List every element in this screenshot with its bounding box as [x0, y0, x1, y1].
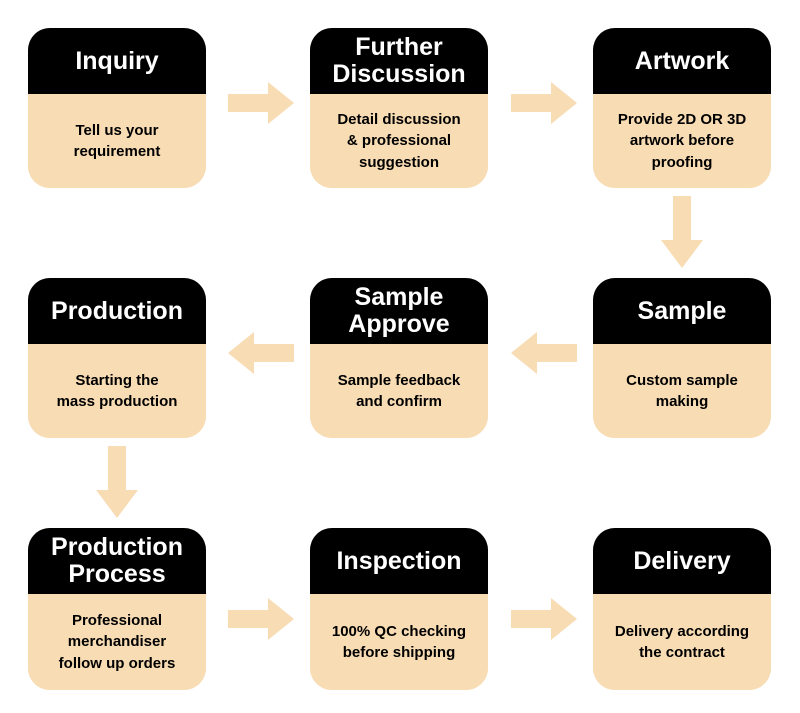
process-node-inspection[interactable]: Inspection 100% QC checking before shipp…	[310, 528, 488, 690]
node-description: Tell us your requirement	[28, 94, 206, 188]
node-title: Further Discussion	[310, 28, 488, 94]
node-description: Sample feedback and confirm	[310, 344, 488, 438]
node-description: Professional merchandiser follow up orde…	[28, 594, 206, 690]
arrow-right-icon	[228, 598, 294, 640]
process-node-sample-approve[interactable]: Sample Approve Sample feedback and confi…	[310, 278, 488, 438]
arrow-down-icon	[96, 446, 138, 518]
process-node-production-process[interactable]: Production Process Professional merchand…	[28, 528, 206, 690]
node-title: Inspection	[310, 528, 488, 594]
arrow-right-icon	[511, 598, 577, 640]
node-title: Artwork	[593, 28, 771, 94]
node-description: Delivery according the contract	[593, 594, 771, 690]
node-title: Inquiry	[28, 28, 206, 94]
arrow-left-icon	[511, 332, 577, 374]
node-description: Provide 2D OR 3D artwork before proofing	[593, 94, 771, 188]
process-node-delivery[interactable]: Delivery Delivery according the contract	[593, 528, 771, 690]
node-description: Detail discussion & professional suggest…	[310, 94, 488, 188]
process-node-production[interactable]: Production Starting the mass production	[28, 278, 206, 438]
arrow-left-icon	[228, 332, 294, 374]
node-title: Production Process	[28, 528, 206, 594]
node-title: Production	[28, 278, 206, 344]
process-node-inquiry[interactable]: Inquiry Tell us your requirement	[28, 28, 206, 188]
process-node-further-discussion[interactable]: Further Discussion Detail discussion & p…	[310, 28, 488, 188]
node-title: Sample	[593, 278, 771, 344]
node-description: Starting the mass production	[28, 344, 206, 438]
arrow-right-icon	[511, 82, 577, 124]
node-title: Sample Approve	[310, 278, 488, 344]
process-node-artwork[interactable]: Artwork Provide 2D OR 3D artwork before …	[593, 28, 771, 188]
node-title: Delivery	[593, 528, 771, 594]
node-description: Custom sample making	[593, 344, 771, 438]
node-description: 100% QC checking before shipping	[310, 594, 488, 690]
arrow-down-icon	[661, 196, 703, 268]
arrow-right-icon	[228, 82, 294, 124]
process-node-sample[interactable]: Sample Custom sample making	[593, 278, 771, 438]
